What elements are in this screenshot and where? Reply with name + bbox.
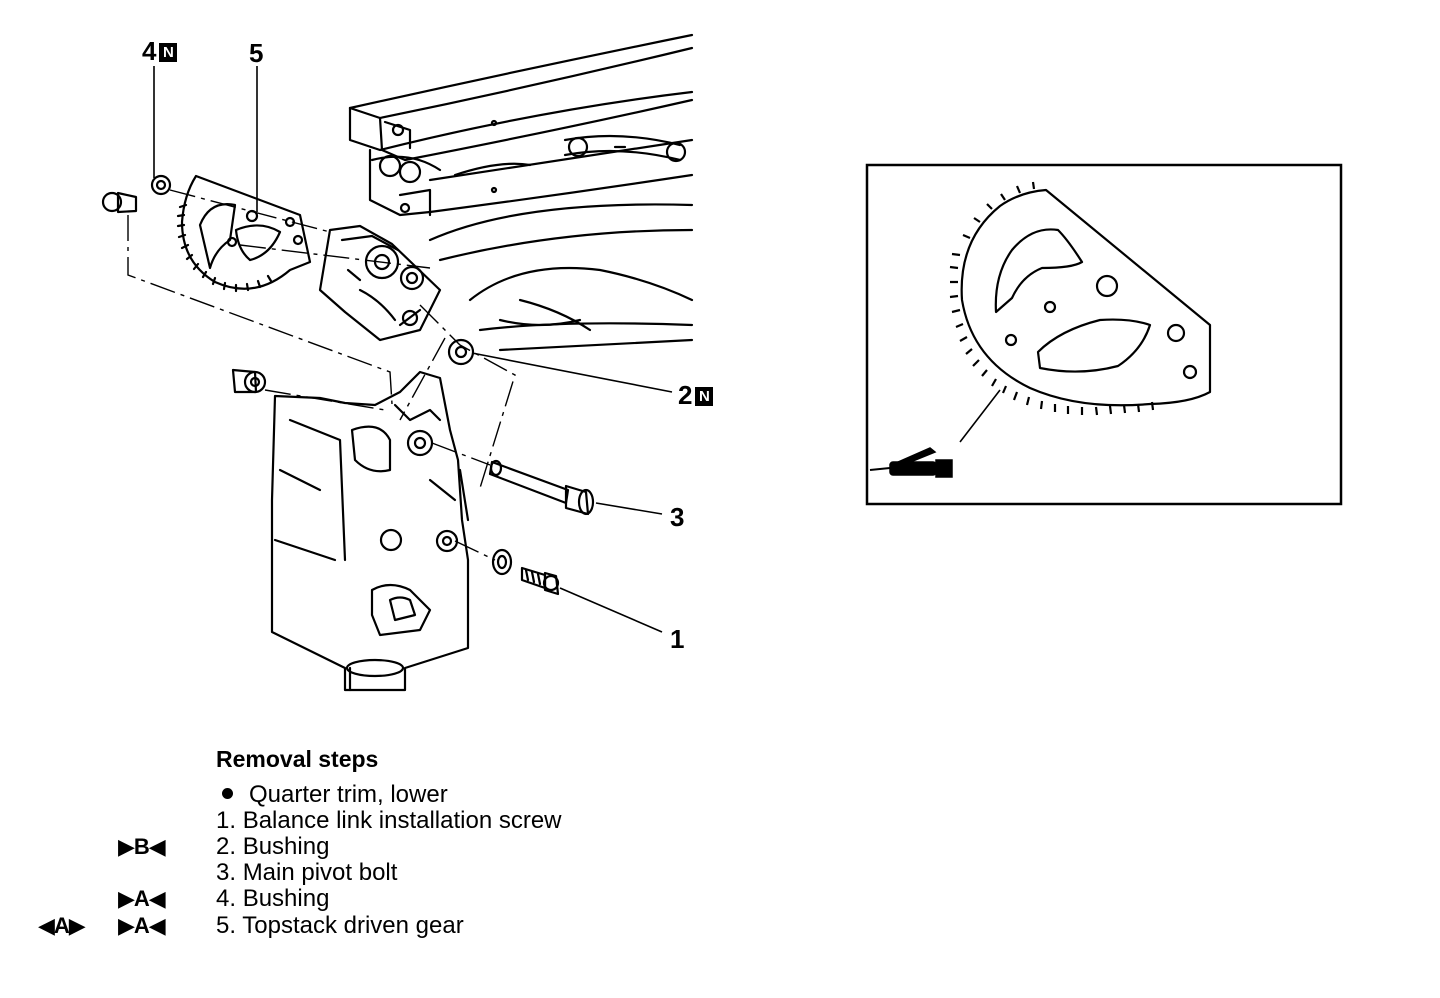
exploded-topstack-gear <box>101 174 312 293</box>
side-panel-body <box>270 370 470 692</box>
bullet-icon <box>222 788 233 800</box>
service-mark-step-5: ▶A◀ <box>118 913 166 938</box>
bushing-2 <box>447 338 475 366</box>
gear-inset <box>865 163 1343 506</box>
callout-number: 2 <box>678 380 693 410</box>
leader-3 <box>595 502 663 515</box>
removal-steps-title: Removal steps <box>216 746 379 772</box>
callout-number: 1 <box>670 624 685 654</box>
step-text: Balance link installation screw <box>242 807 562 834</box>
leader-1 <box>559 587 663 633</box>
main-pivot-bolt <box>488 459 595 516</box>
step-0: Quarter trim, lower <box>216 782 448 808</box>
step-5: 5. Topstack driven gear <box>216 913 464 939</box>
step-text: Topstack driven gear <box>242 912 464 939</box>
step-number: 1. <box>216 807 237 834</box>
step-text: Bushing <box>242 885 330 912</box>
grease-gun-icon <box>869 447 953 478</box>
callout-number: 4 <box>142 36 157 66</box>
leader-2 <box>471 352 673 393</box>
callout-number: 3 <box>670 502 685 532</box>
service-mark-step-2: ▶B◀ <box>118 834 166 859</box>
callout-5: 5 <box>249 40 263 66</box>
step-number: 5. <box>216 912 237 939</box>
step-1: 1. Balance link installation screw <box>216 808 562 834</box>
step-4: 4. Bushing <box>216 886 329 912</box>
n-badge: N <box>695 387 714 406</box>
step-number: 4. <box>216 885 237 912</box>
roof-frame-rails <box>348 33 694 352</box>
callout-1: 1 <box>670 626 684 652</box>
step-2: 2. Bushing <box>216 834 329 860</box>
step-text: Quarter trim, lower <box>249 781 448 808</box>
installation-mark-step-5: ◀A▶ <box>38 913 86 938</box>
step-text: Bushing <box>242 833 330 860</box>
pivot-bracket <box>318 224 442 342</box>
balance-link-screw <box>491 548 560 596</box>
step-text: Main pivot bolt <box>242 859 398 886</box>
callout-3: 3 <box>670 504 684 530</box>
step-number: 3. <box>216 859 237 886</box>
left-bolt <box>231 368 267 394</box>
step-3: 3. Main pivot bolt <box>216 860 397 886</box>
service-mark-step-4: ▶A◀ <box>118 886 166 911</box>
callout-number: 5 <box>249 38 264 68</box>
n-badge: N <box>159 43 178 62</box>
step-number: 2. <box>216 833 237 860</box>
